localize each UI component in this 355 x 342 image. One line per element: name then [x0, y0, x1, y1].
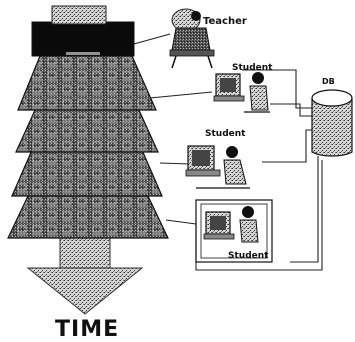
student-label-3: Student [228, 251, 269, 261]
time-label: TIME [55, 317, 119, 342]
db-cylinder [312, 90, 352, 156]
student-figure-1 [214, 72, 270, 112]
teacher-screen-cap [52, 6, 106, 24]
student-label-1: Student [232, 63, 273, 73]
time-layer-2 [16, 108, 158, 152]
time-layer-3 [12, 150, 162, 196]
student-label-2: Student [205, 129, 246, 139]
time-layer-1 [18, 56, 156, 110]
teacher-label: Teacher [203, 16, 247, 27]
student-figure-2 [186, 146, 250, 188]
db-label: DB [322, 77, 335, 86]
time-layer-4 [8, 196, 168, 238]
teacher-screen [32, 22, 134, 56]
